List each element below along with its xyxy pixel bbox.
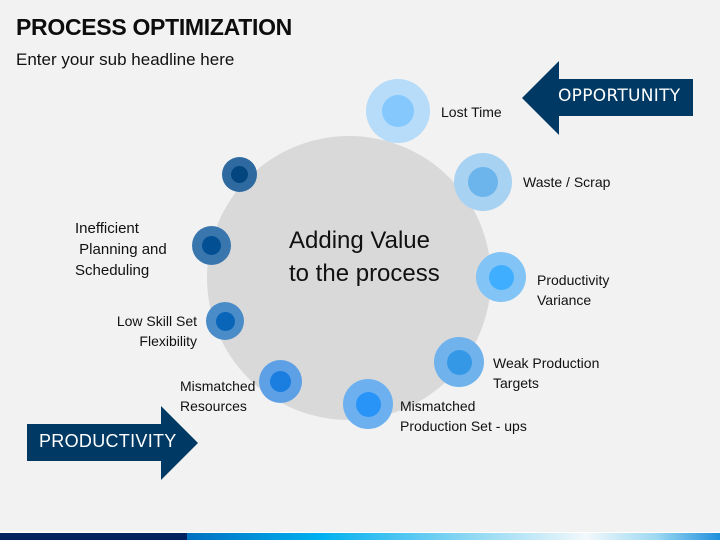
node-inefficient-planning [192, 226, 231, 265]
node-dot-icon [231, 166, 248, 183]
opportunity-arrow-icon [522, 61, 693, 135]
node-top-left [222, 157, 257, 192]
center-text: Adding Value to the process [289, 224, 440, 290]
node-dot-icon [215, 311, 235, 331]
label-waste-scrap: Waste / Scrap [523, 174, 611, 190]
footer-bar-gradient [187, 533, 720, 540]
node-mismatched-setups [343, 379, 393, 429]
label-mismatched-resources: Mismatched Resources [180, 378, 256, 414]
label-lost-time: Lost Time [441, 104, 502, 120]
node-dot-icon [446, 349, 472, 375]
footer-bar-dark [0, 533, 187, 540]
slide-title: PROCESS OPTIMIZATION [16, 14, 292, 40]
center-text-line-1: Adding Value [289, 227, 430, 254]
slide-subtitle: Enter your sub headline here [16, 50, 235, 69]
node-waste-scrap [454, 153, 512, 211]
label-productivity-variance: Productivity Variance [537, 272, 610, 308]
node-lost-time [366, 79, 430, 143]
label-low-skill-set: Low Skill Set Flexibility [116, 313, 197, 349]
footer-bar [0, 533, 720, 540]
node-weak-targets [434, 337, 484, 387]
node-dot-icon [468, 167, 498, 197]
node-low-skill-set [206, 302, 244, 340]
footer-divider [0, 532, 720, 533]
node-mismatched-resources [259, 360, 302, 403]
node-dot-icon [270, 371, 291, 392]
node-dot-icon [202, 236, 221, 255]
center-text-line-2: to the process [289, 260, 440, 287]
label-inefficient-planning: Inefficient Planning and Scheduling [75, 220, 167, 279]
node-dot-icon [355, 391, 381, 417]
label-weak-targets: Weak Production Targets [493, 355, 600, 391]
label-mismatched-setups: Mismatched Production Set - ups [400, 398, 527, 434]
productivity-arrow-icon [27, 406, 198, 480]
node-dot-icon [382, 95, 414, 127]
opportunity-label: OPPORTUNITY [558, 86, 681, 106]
productivity-label: PRODUCTIVITY [39, 431, 177, 451]
node-productivity-variance [476, 252, 526, 302]
node-dot-icon [488, 264, 514, 290]
